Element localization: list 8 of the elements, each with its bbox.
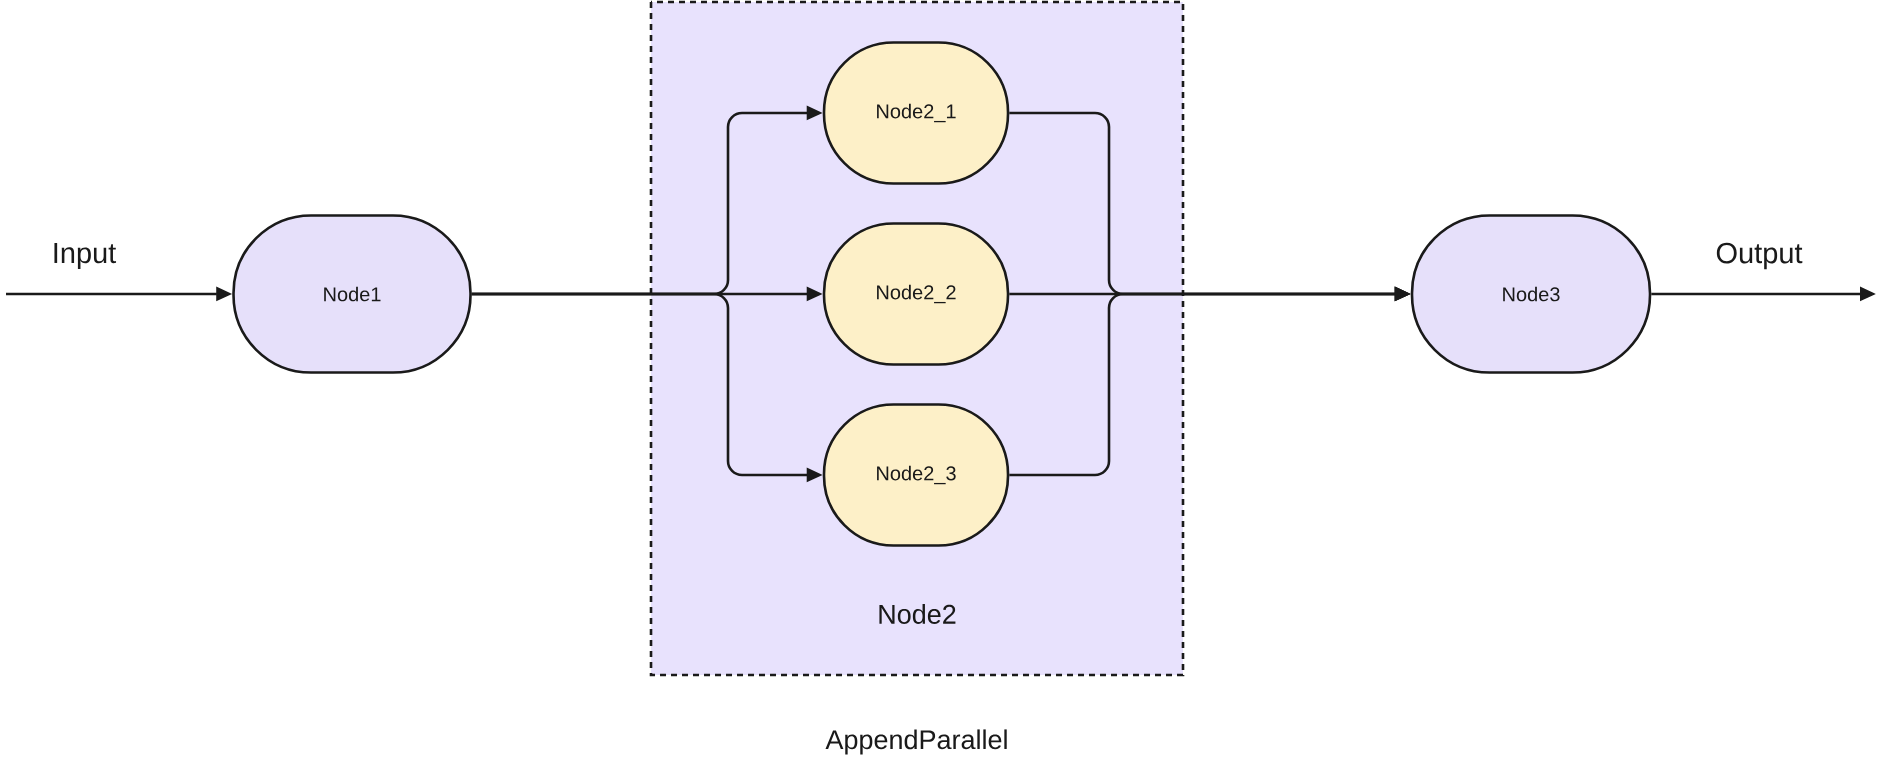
node-label: AppendParallel <box>825 729 1007 755</box>
edge-label: Output <box>1716 242 1803 270</box>
edge-label: Input <box>54 243 117 269</box>
process-node: Node3 <box>1410 214 1652 374</box>
process-node: Node2_3 <box>822 403 1010 547</box>
process-node: Node2_2 <box>822 222 1010 366</box>
process-node: Node2_1 <box>822 41 1010 185</box>
process-node: Node1 <box>232 214 472 374</box>
